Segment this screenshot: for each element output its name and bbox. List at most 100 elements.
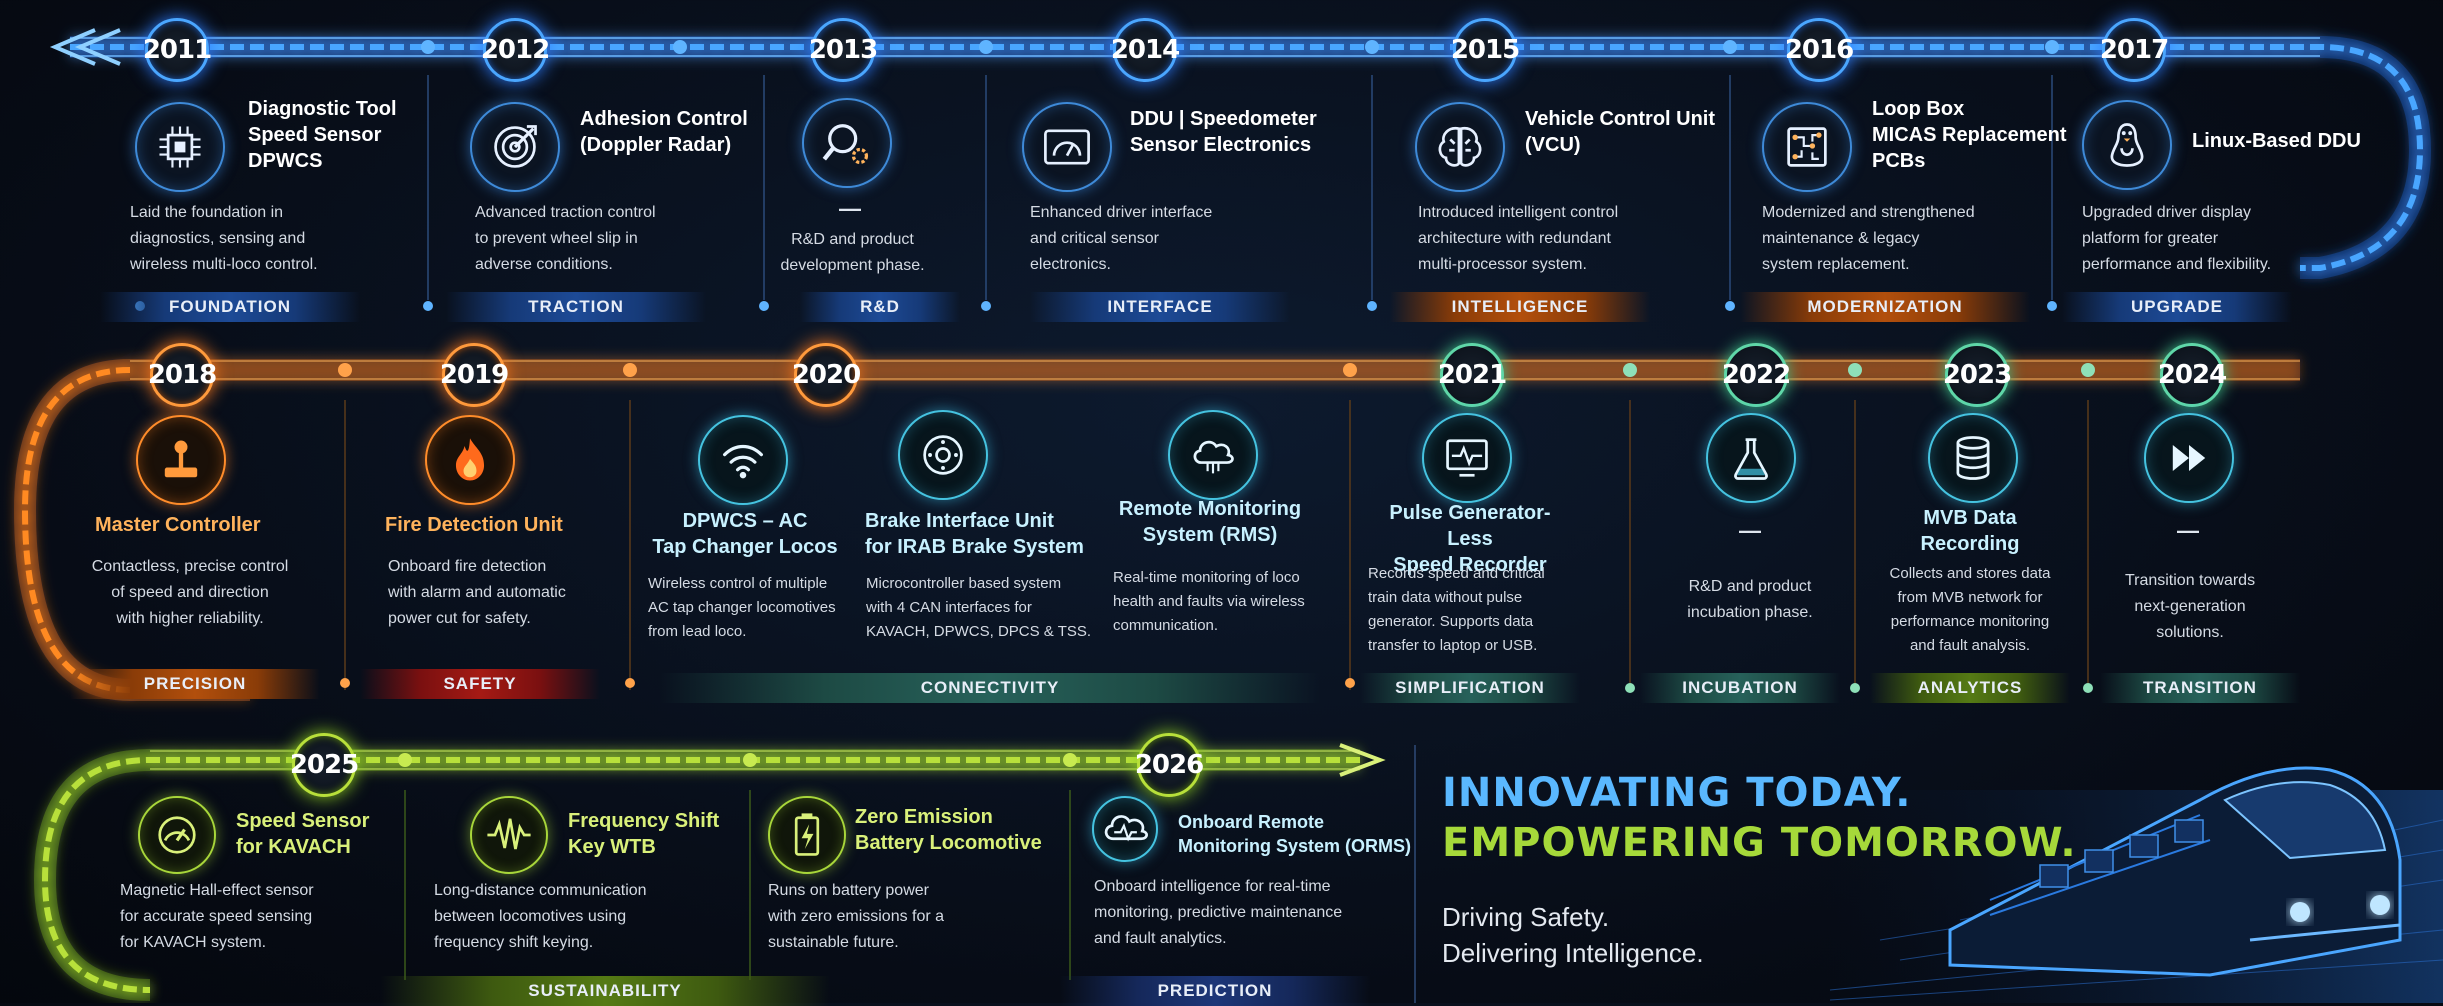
item-title: Fire Detection Unit — [385, 514, 563, 536]
headline-line1: INNOVATING TODAY. — [1442, 770, 1912, 816]
year-badge: 2023 — [1943, 343, 2012, 407]
row2-dividers — [344, 400, 2089, 690]
wifi-icon — [698, 415, 788, 505]
joystick-icon — [136, 415, 226, 505]
year-badge: 2021 — [1438, 343, 1507, 407]
year-badge: 2014 — [1111, 18, 1180, 82]
item-title: Linux-Based DDU — [2192, 130, 2361, 152]
year-badge: 2026 — [1135, 733, 1204, 797]
row3-node-dots — [398, 753, 1077, 767]
fast-forward-icon — [2144, 413, 2234, 503]
year-badge: 2015 — [1451, 18, 1520, 82]
row2-node-dots — [338, 363, 1357, 688]
speedometer-icon — [1022, 102, 1112, 192]
year-badge: 2019 — [440, 343, 509, 407]
year-badge: 2020 — [792, 343, 861, 407]
category-tag: SIMPLIFICATION — [1360, 673, 1580, 703]
placeholder-dash: — — [1739, 518, 1761, 543]
category-tag: PREDICTION — [1060, 976, 1370, 1006]
battery-icon — [768, 796, 846, 874]
year-badge: 2012 — [481, 18, 550, 82]
category-tag: INTELLIGENCE — [1390, 292, 1650, 322]
year-badge: 2011 — [143, 18, 212, 82]
item-title: Adhesion Control(Doppler Radar) — [580, 108, 748, 156]
placeholder-dash: — — [839, 196, 861, 221]
category-tag: SUSTAINABILITY — [380, 976, 830, 1006]
category-tag: UPGRADE — [2062, 292, 2292, 322]
headline-line2: EMPOWERING TOMORROW. — [1442, 820, 2077, 866]
cloud-monitor-icon — [1168, 410, 1258, 500]
pulse-monitor-icon — [1422, 413, 1512, 503]
year-badge: 2024 — [2158, 343, 2227, 407]
brain-icon — [1415, 102, 1505, 192]
waveform-icon — [470, 796, 548, 874]
category-tag: ANALYTICS — [1870, 673, 2070, 703]
circuit-board-icon — [1762, 102, 1852, 192]
radar-target-icon — [470, 102, 560, 192]
magnifier-gear-icon — [802, 98, 892, 188]
flame-icon — [425, 415, 515, 505]
category-tag: SAFETY — [360, 669, 600, 699]
sensor-gauge-icon — [138, 796, 216, 874]
row1-dividers — [427, 75, 2053, 300]
cloud-pulse-icon — [1092, 796, 1158, 862]
category-tag: FOUNDATION — [100, 292, 360, 322]
arrow-left-icon — [49, 28, 121, 66]
category-tag: R&D — [800, 292, 960, 322]
category-tag: MODERNIZATION — [1740, 292, 2030, 322]
year-badge: 2018 — [148, 343, 217, 407]
train-illustration — [1820, 766, 2443, 1003]
year-badge: 2013 — [809, 18, 878, 82]
chip-icon — [135, 102, 225, 192]
category-tag: INTERFACE — [1030, 292, 1290, 322]
category-tag: TRACTION — [446, 292, 706, 322]
category-tag: INCUBATION — [1640, 673, 1840, 703]
brake-disc-icon — [898, 410, 988, 500]
row2-node-dots-right — [1623, 363, 2095, 693]
year-badge: 2022 — [1722, 343, 1791, 407]
year-badge: 2017 — [2100, 18, 2169, 82]
year-badge: 2025 — [290, 733, 359, 797]
linux-penguin-icon — [2082, 100, 2172, 190]
row3-dividers — [404, 790, 1071, 980]
track-row1 — [70, 36, 2432, 279]
flask-icon — [1706, 413, 1796, 503]
category-tag: TRANSITION — [2100, 673, 2300, 703]
category-tag: PRECISION — [70, 669, 320, 699]
category-tag: CONNECTIVITY — [660, 673, 1320, 703]
database-icon — [1928, 413, 2018, 503]
arrow-right-icon — [1339, 743, 1386, 777]
item-title: Vehicle Control Unit(VCU) — [1525, 108, 1716, 156]
